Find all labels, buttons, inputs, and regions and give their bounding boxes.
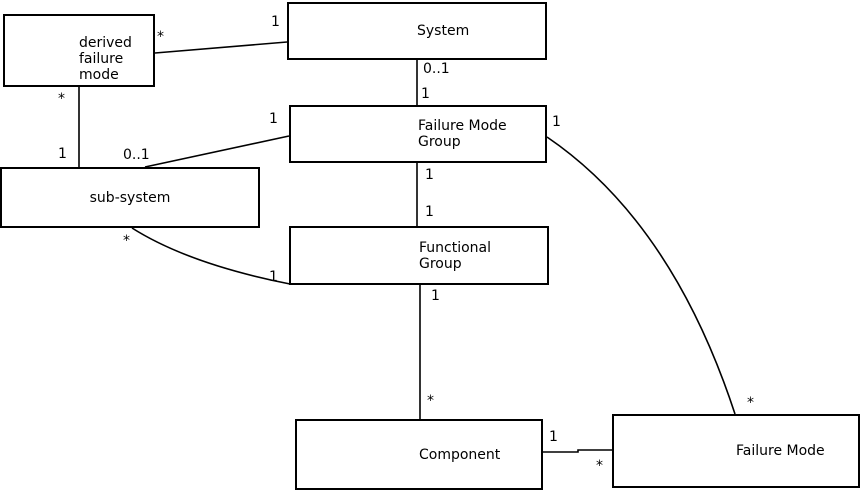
multiplicity-component-end-of-functional-edge: * [427,393,434,409]
node-failure-mode-group-label: Failure Mode Group [418,118,507,150]
multiplicity-functional-end-of-subsystem-edge: 1 [269,269,278,285]
node-sub-system: sub-system [0,167,260,228]
multiplicity-subsystem-end-of-fmg-edge: 0..1 [123,147,150,163]
node-functional-group: Functional Group [289,226,549,285]
edge-failure-mode-group--failure-mode [546,136,736,415]
multiplicity-functional-end-of-component-edge: 1 [431,288,440,304]
edge-component--failure-mode [543,449,612,453]
node-derived-failure-mode: derived failure mode [3,14,155,87]
multiplicity-derived-end-of-subsystem-edge: * [58,91,65,107]
multiplicity-fmg-end-of-failuremode-edge: 1 [552,114,561,130]
edge-failure-mode-group--sub-system [144,135,290,168]
multiplicity-fmg-end-of-functional-edge: 1 [425,167,434,183]
node-component: Component [295,419,543,490]
node-derived-failure-mode-label: derived failure mode [79,35,132,83]
multiplicity-failuremode-end-of-component-edge: * [596,458,603,474]
multiplicity-fmg-end-of-system-edge: 1 [421,86,430,102]
node-failure-mode: Failure Mode [612,414,860,488]
node-failure-mode-label: Failure Mode [736,443,825,459]
multiplicity-system-end-of-derived-edge: 1 [271,14,280,30]
node-failure-mode-group: Failure Mode Group [289,105,547,163]
node-sub-system-label: sub-system [89,189,171,206]
multiplicity-derived-end-of-system-edge: * [157,29,164,45]
edge-derived-failure-mode--system [154,41,288,54]
multiplicity-subsystem-end-of-functional-edge: * [123,233,130,249]
multiplicity-component-end-of-failuremode-edge: 1 [549,429,558,445]
node-system: System [287,2,547,60]
node-system-label: System [417,23,470,39]
edge-sub-system--functional-group [131,227,291,285]
multiplicity-functional-end-of-fmg-edge: 1 [425,204,434,220]
multiplicity-fmg-end-of-subsystem-edge: 1 [269,111,278,127]
multiplicity-failuremode-end-of-fmg-edge: * [747,395,754,411]
multiplicity-system-end-of-fmg-edge: 0..1 [423,61,450,77]
multiplicity-subsystem-end-of-derived-edge: 1 [58,146,67,162]
node-component-label: Component [419,446,501,463]
node-functional-group-label: Functional Group [419,239,492,272]
